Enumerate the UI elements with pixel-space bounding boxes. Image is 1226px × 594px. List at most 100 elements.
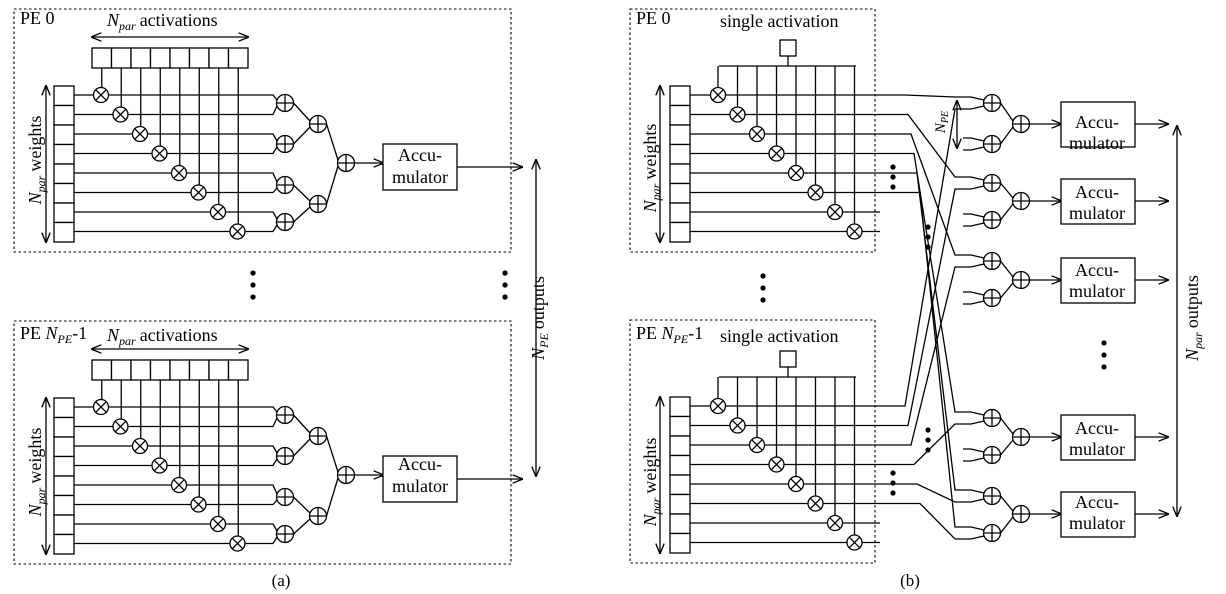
pe0-a [13,8,522,253]
weight-register-cell [53,163,75,185]
accumulator-a-top-line2: mulator [392,167,448,187]
crossbar-wire [880,133,963,256]
weight-register-cell [53,221,75,243]
pe-last-a [13,320,522,565]
accumulator-box [1060,491,1136,538]
weight-register-cell [669,513,691,535]
multiplier-cross [731,419,744,432]
weight-register-cell [669,221,691,243]
weight-register-cell [669,85,691,107]
multiplier-cross [751,439,763,451]
multiplier-cross [95,401,107,413]
weight-register-cell [53,514,75,536]
crossbar-wire [880,172,963,491]
adder-input-wire [963,137,985,142]
weight-register-cell [669,396,691,418]
weight-register-cell [669,493,691,515]
adder-input-wire [963,535,985,540]
sum-wire [999,516,1014,534]
weight-register-cell [669,202,691,224]
crossbar-wire [880,502,963,540]
product-wire [108,406,278,413]
activation-register-cell [149,359,171,381]
ellipsis-dot [890,480,896,486]
ellipsis-dot [925,427,931,433]
product-wire [147,445,278,454]
ellipsis-dot [925,437,931,443]
pe-last-label-b: PE NPE-1 [636,323,703,346]
multiplier-cross [95,89,107,101]
adder-input-wire [963,411,985,416]
activation-register-cell [227,359,249,381]
weight-register-cell [53,533,75,555]
product-wire [206,499,278,506]
multiplier-cross [192,186,205,199]
activation-register-cell [91,359,113,381]
npar-weights-label-b-bottom: Nparweights [640,438,663,528]
accumulator-a-top-line1: Accu- [398,145,442,165]
weight-register-cell [669,454,691,476]
weight-register-cell [669,143,691,165]
multiplier-cross [134,128,146,140]
sum-wire [999,126,1014,145]
adder-input-wire [963,300,985,305]
sum-wire [999,102,1014,122]
crossbar-wire [880,266,963,446]
ellipsis-dot [890,490,896,496]
ellipsis-dot [760,285,766,291]
pe0-label-b: PE 0 [636,8,671,28]
weight-register-cell [53,416,75,438]
accumulator-b-1-line1: Accu- [1075,112,1119,132]
single-activation-box [779,39,797,57]
adder-input-wire [963,185,985,190]
panel-b-adders [963,93,1168,543]
activation-register-cell [169,47,191,69]
ellipsis-dot [1101,352,1107,358]
product-wire [186,484,278,495]
multiplier-cross [212,518,224,530]
activation-register-cell [130,47,152,69]
ellipsis-dot [1101,340,1107,346]
multiplier-cross [809,497,822,510]
ellipsis-dot [502,282,508,288]
weight-register-cell [53,124,75,146]
single-activation-box [779,350,797,368]
multiplier-cross [770,458,783,471]
sum-wire [293,496,311,514]
product-wire [128,417,278,428]
multiplier-cross [192,498,205,511]
accumulator-box [1060,178,1136,225]
weight-register-cell [53,436,75,458]
weight-register-cell [53,85,75,107]
multiplier-cross [153,147,166,160]
ellipsis-dot [502,294,508,300]
accumulator-b-3-line1: Accu- [1075,260,1119,280]
crossbar-wire [880,94,963,98]
sum-wire [293,518,311,535]
accumulator-box [1060,257,1136,304]
multiplier-cross [712,400,724,412]
weight-register-cell [53,455,75,477]
weight-register-cell [669,532,691,554]
activation-register-cell [188,47,210,69]
product-wire [167,146,278,155]
sum-wire [325,165,339,205]
accumulator-b-3-line2: mulator [1069,281,1125,301]
crossbar-wire [880,152,963,413]
sum-wire [293,438,311,457]
activation-register-cell [169,359,191,381]
product-wire [225,211,278,220]
pe-last-b [629,319,880,564]
multiplier-cross [231,537,244,550]
weight-register-cell [53,182,75,204]
sum-wire [293,102,311,122]
multiplier-cross [848,225,861,238]
ellipsis-dot [925,447,931,453]
npar-weights-label-a-bottom: Nparweights [25,428,48,518]
diagram-geometry [13,8,1177,565]
adder-input-wire [963,291,985,296]
activation-register-cell [227,47,249,69]
product-wire [225,523,278,532]
ellipsis-dot [250,294,256,300]
